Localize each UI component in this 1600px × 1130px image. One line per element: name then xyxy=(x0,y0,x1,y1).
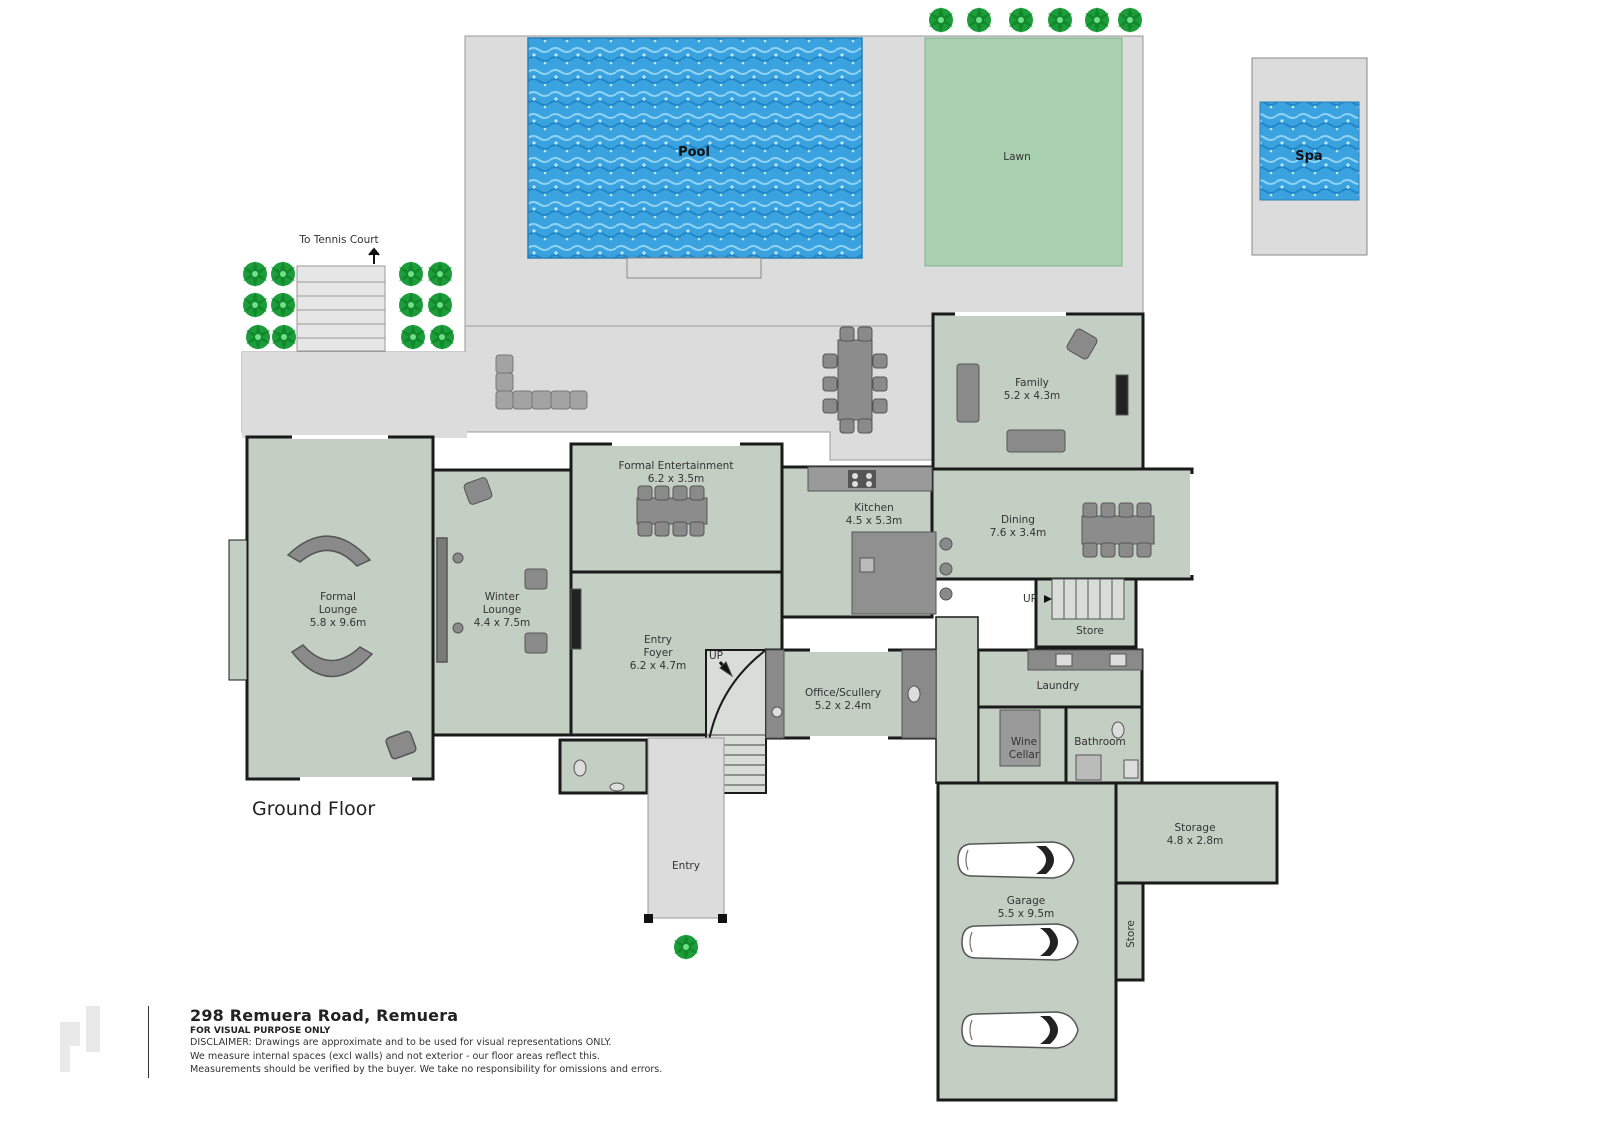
winter-lounge-furniture xyxy=(452,477,582,654)
room-store-2 xyxy=(1114,881,1145,982)
kitchen-fittings xyxy=(807,466,953,615)
laundry-fittings xyxy=(999,649,1143,781)
disclaimer-line-3: Measurements should be verified by the b… xyxy=(190,1064,663,1075)
formal-ent-dims: 6.2 x 3.5m xyxy=(648,473,705,485)
plant-row-top xyxy=(929,7,1142,33)
entry-foyer-dims: 6.2 x 4.7m xyxy=(630,660,687,672)
outdoor-sofa xyxy=(495,354,588,410)
formal-table xyxy=(636,485,708,537)
winter-lounge-name1: Winter xyxy=(485,591,520,603)
garage-cars xyxy=(957,841,1079,1049)
store-name: Store xyxy=(1076,625,1104,637)
spa-label: Spa xyxy=(1295,149,1322,164)
address: 298 Remuera Road, Remuera xyxy=(190,1006,459,1025)
dining-name: Dining xyxy=(1001,514,1035,526)
formal-lounge-name1: Formal xyxy=(320,591,356,603)
formal-lounge-name2: Lounge xyxy=(319,604,358,616)
formal-ent-name: Formal Entertainment xyxy=(619,460,734,472)
entry-label: Entry xyxy=(672,860,700,872)
lawn: Lawn xyxy=(924,37,1123,267)
wine-name2: Cellar xyxy=(1009,749,1040,761)
office-dims: 5.2 x 2.4m xyxy=(815,700,872,712)
store-2-name: Store xyxy=(1125,920,1137,948)
tennis-label: To Tennis Court xyxy=(298,234,378,246)
spa: Spa xyxy=(1251,57,1368,256)
storage-name: Storage xyxy=(1174,822,1215,834)
staircase-dining xyxy=(1051,578,1125,620)
room-storage xyxy=(1114,781,1279,885)
room-wc xyxy=(558,738,649,795)
storage-dims: 4.8 x 2.8m xyxy=(1167,835,1224,847)
kitchen-name: Kitchen xyxy=(854,502,893,514)
dining-dims: 7.6 x 3.4m xyxy=(990,527,1047,539)
entry-foyer-name2: Foyer xyxy=(643,647,673,659)
winter-lounge-name2: Lounge xyxy=(483,604,522,616)
footer: 298 Remuera Road, Remuera FOR VISUAL PUR… xyxy=(190,1006,662,1077)
brand-logo-icon xyxy=(60,1006,100,1072)
laundry-name: Laundry xyxy=(1037,680,1080,692)
garage-name: Garage xyxy=(1007,895,1045,907)
winter-lounge-dims: 4.4 x 7.5m xyxy=(474,617,531,629)
formal-lounge-dims: 5.8 x 9.6m xyxy=(310,617,367,629)
family-furniture xyxy=(956,328,1129,453)
garage-dims: 5.5 x 9.5m xyxy=(998,908,1055,920)
formal-lounge-sofas xyxy=(286,535,448,760)
dining-table xyxy=(1081,502,1155,558)
family-name: Family xyxy=(1015,377,1049,389)
wine-name1: Wine xyxy=(1011,736,1037,748)
bathroom-name: Bathroom xyxy=(1074,736,1126,748)
office-fittings xyxy=(765,649,937,739)
wc-fittings xyxy=(573,759,625,792)
room-winter-lounge xyxy=(431,468,573,737)
window-marks xyxy=(292,312,1194,781)
stairs-arrow-icon xyxy=(1044,595,1052,603)
entry-path: Entry xyxy=(644,737,727,960)
entry-foyer-name1: Entry xyxy=(644,634,672,646)
disclaimer-line-1: DISCLAIMER: Drawings are approximate and… xyxy=(190,1037,612,1048)
room-labels: Formal Lounge 5.8 x 9.6m Winter Lounge 4… xyxy=(310,377,1224,948)
plant-cluster-right xyxy=(399,261,454,350)
kitchen-dims: 4.5 x 5.3m xyxy=(846,515,903,527)
pool-label: Pool xyxy=(678,145,710,160)
pool: Pool xyxy=(527,37,863,279)
disclaimer-line-2: We measure internal spaces (excl walls) … xyxy=(190,1050,600,1062)
family-dims: 5.2 x 4.3m xyxy=(1004,390,1061,402)
stairs-up-label: UP xyxy=(709,650,723,662)
floor-title: Ground Floor xyxy=(252,798,376,820)
office-name: Office/Scullery xyxy=(805,687,881,699)
outdoor-dining-table xyxy=(822,326,888,434)
lawn-label: Lawn xyxy=(1003,151,1031,163)
plant-cluster-left xyxy=(243,261,296,350)
stairs-up-label-2: UP xyxy=(1023,593,1037,605)
room-formal-lounge xyxy=(245,435,435,781)
tennis-steps: To Tennis Court xyxy=(296,234,386,352)
footer-divider xyxy=(148,1006,149,1078)
visual-note: FOR VISUAL PURPOSE ONLY xyxy=(190,1026,331,1036)
